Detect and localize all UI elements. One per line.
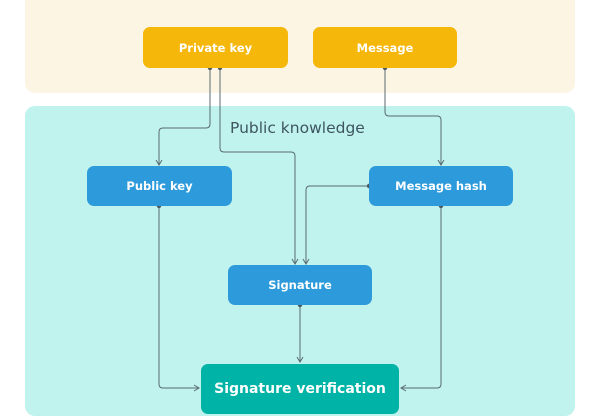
signature-verification-node[interactable]: Signature verification	[201, 364, 399, 414]
edge-message-message-hash	[384, 68, 445, 166]
edge-message-hash-verification	[400, 206, 442, 392]
message-node[interactable]: Message	[313, 27, 457, 68]
edge-private-key-public-key	[155, 68, 211, 166]
signature-node[interactable]: Signature	[228, 265, 372, 305]
edge-public-key-verification	[158, 206, 200, 392]
private-key-node[interactable]: Private key	[143, 27, 288, 68]
public-knowledge-label: Public knowledge	[230, 119, 365, 137]
signature-verification-label: Signature verification	[214, 381, 386, 397]
message-hash-node[interactable]: Message hash	[369, 166, 513, 206]
edge-message-hash-signature	[302, 185, 369, 265]
public-key-node[interactable]: Public key	[87, 166, 232, 206]
connectors	[155, 65, 445, 392]
private-knowledge-panel	[25, 0, 575, 93]
edge-private-key-signature	[219, 68, 299, 265]
